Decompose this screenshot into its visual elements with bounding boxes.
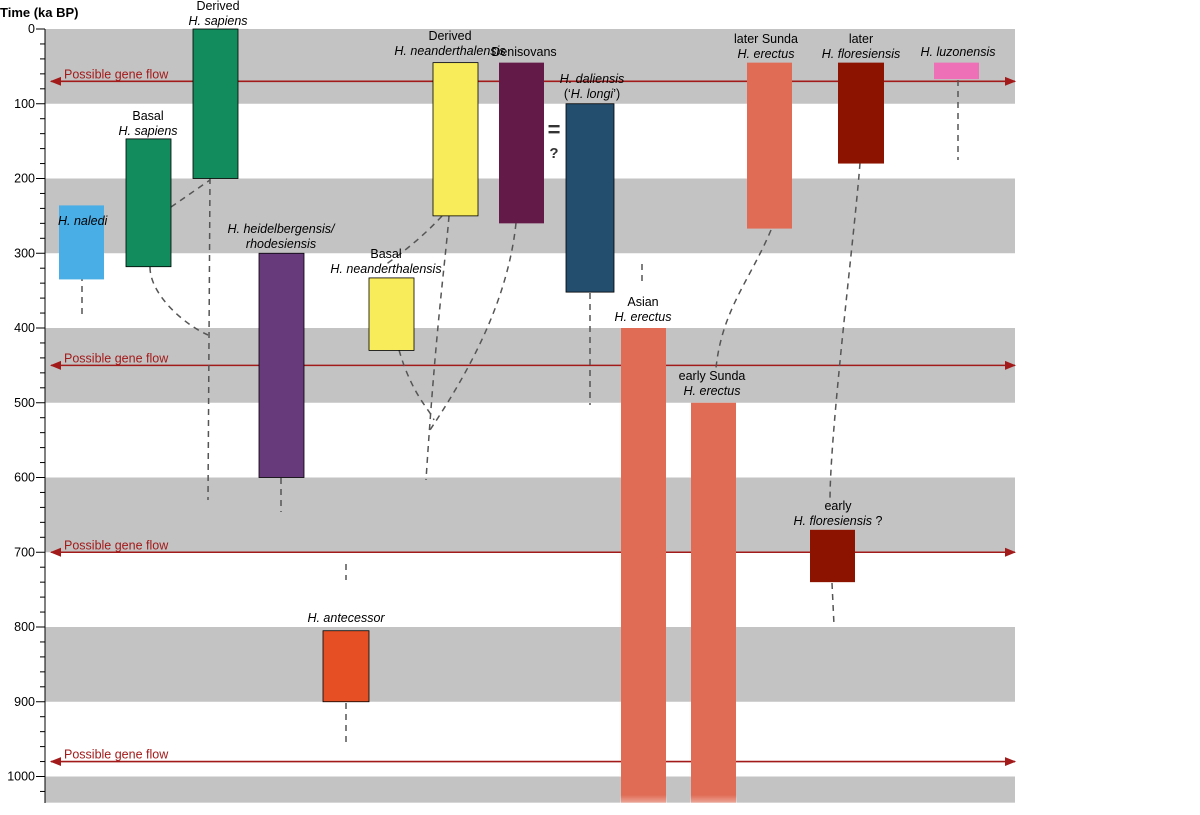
taxon-label-line: H. erectus xyxy=(615,310,672,324)
taxon-bars xyxy=(59,28,979,815)
gene-flow-label-0: Possible gene flow xyxy=(64,67,169,81)
taxon-label-line: later Sunda xyxy=(734,32,798,46)
taxon-label-line: rhodesiensis xyxy=(246,237,316,251)
uncertainty-equals: = xyxy=(548,117,561,142)
lineage-link-3 xyxy=(207,177,211,501)
y-tick-label: 600 xyxy=(14,471,35,485)
taxon-label-line: H. sapiens xyxy=(118,124,177,138)
taxon-label-12: H. luzonensis xyxy=(920,45,995,59)
taxon-label-line: H. longi xyxy=(571,87,615,101)
lineage-link-14 xyxy=(831,582,835,626)
grey-band-4 xyxy=(45,627,1015,702)
taxon-label-line: Basal xyxy=(132,109,163,123)
taxon-bar-6 xyxy=(499,62,544,224)
grey-band-5 xyxy=(45,776,1015,803)
lineage-link-7 xyxy=(429,222,517,431)
taxon-bar-3 xyxy=(258,252,305,478)
taxon-bar-8 xyxy=(621,328,666,803)
taxon-label-6: Denisovans xyxy=(491,45,556,59)
taxon-label-3: H. heidelbergensis/rhodesiensis xyxy=(227,222,336,251)
taxon-label-line: H. floresiensis xyxy=(794,514,873,528)
taxon-bar-1 xyxy=(125,138,172,268)
taxon-label-line: Derived xyxy=(428,29,471,43)
taxon-label-line: H. neanderthalensis xyxy=(330,262,441,276)
taxon-bar-11 xyxy=(838,62,884,164)
taxon-label-line: H. sapiens xyxy=(188,14,247,28)
taxon-bar-0 xyxy=(59,205,104,280)
taxon-label-line: H. luzonensis xyxy=(920,45,995,59)
taxon-label-line: early Sunda xyxy=(679,369,746,383)
taxon-label-line: early xyxy=(824,499,852,513)
taxon-bar-13 xyxy=(810,529,855,583)
taxon-bar-fade-8 xyxy=(620,795,667,815)
lineage-link-6 xyxy=(398,349,435,421)
taxon-bar-12 xyxy=(934,62,979,80)
taxon-label-line: H. floresiensis xyxy=(822,47,901,61)
lineage-link-1 xyxy=(170,179,211,208)
taxon-label-line: Derived xyxy=(196,0,239,13)
lineage-link-13 xyxy=(829,162,861,501)
y-tick-label: 1000 xyxy=(7,770,35,784)
gene-flow-label-3: Possible gene flow xyxy=(64,748,169,762)
lineage-links xyxy=(81,80,959,745)
taxon-label-line: H. daliensis xyxy=(560,72,625,86)
y-tick-label: 0 xyxy=(28,22,35,36)
taxon-label-line: H. erectus xyxy=(738,47,795,61)
taxon-label-line: H. erectus xyxy=(684,384,741,398)
uncertainty-question: ? xyxy=(549,145,558,162)
taxon-label-line: later xyxy=(849,32,873,46)
taxon-bar-5 xyxy=(432,62,479,217)
taxon-bar-4 xyxy=(368,277,415,351)
y-tick-label: 200 xyxy=(14,172,35,186)
lineage-link-5 xyxy=(425,215,450,481)
y-axis: 0 100 200 300 400 500 600 700 800 900 1000 xyxy=(7,22,46,803)
taxon-label-qmark: ? xyxy=(872,514,882,528)
taxon-label-line: ’) xyxy=(613,87,620,101)
taxon-label-7: H. daliensis(‘H. longi’) xyxy=(560,72,625,101)
gene-flow-label-1: Possible gene flow xyxy=(64,351,169,365)
time-bands xyxy=(45,29,1015,803)
taxon-label-0: H. naledi xyxy=(58,214,109,228)
lineage-link-2 xyxy=(149,266,209,336)
y-axis-label: Time (ka BP) xyxy=(0,5,79,20)
y-tick-label: 300 xyxy=(14,246,35,260)
taxon-bar-10 xyxy=(747,62,792,229)
taxon-bar-14 xyxy=(322,630,370,703)
taxon-label-line: Asian xyxy=(627,295,658,309)
taxon-bar-fade-9 xyxy=(690,795,737,815)
taxon-label-line: H. naledi xyxy=(58,214,109,228)
y-tick-label: 700 xyxy=(14,545,35,559)
taxon-bar-2 xyxy=(192,28,239,179)
taxon-label-line: H. antecessor xyxy=(307,611,385,625)
taxon-label-line: (‘ xyxy=(564,87,571,101)
taxon-label-line: Denisovans xyxy=(491,45,556,59)
lineage-link-8 xyxy=(384,215,443,266)
taxon-label-line: H. heidelbergensis/ xyxy=(227,222,336,236)
y-tick-label: 800 xyxy=(14,620,35,634)
taxon-label-line: Basal xyxy=(370,247,401,261)
taxon-label-14: H. antecessor xyxy=(307,611,385,625)
y-tick-label: 900 xyxy=(14,695,35,709)
taxon-label-line: H. neanderthalensis xyxy=(394,44,505,58)
y-tick-label: 400 xyxy=(14,321,35,335)
taxon-bar-9 xyxy=(691,402,736,803)
y-tick-label: 500 xyxy=(14,396,35,410)
gene-flow-label-2: Possible gene flow xyxy=(64,538,169,552)
y-tick-label: 100 xyxy=(14,97,35,111)
taxon-bar-7 xyxy=(565,103,615,293)
uncertainty-mark: =? xyxy=(548,117,561,162)
